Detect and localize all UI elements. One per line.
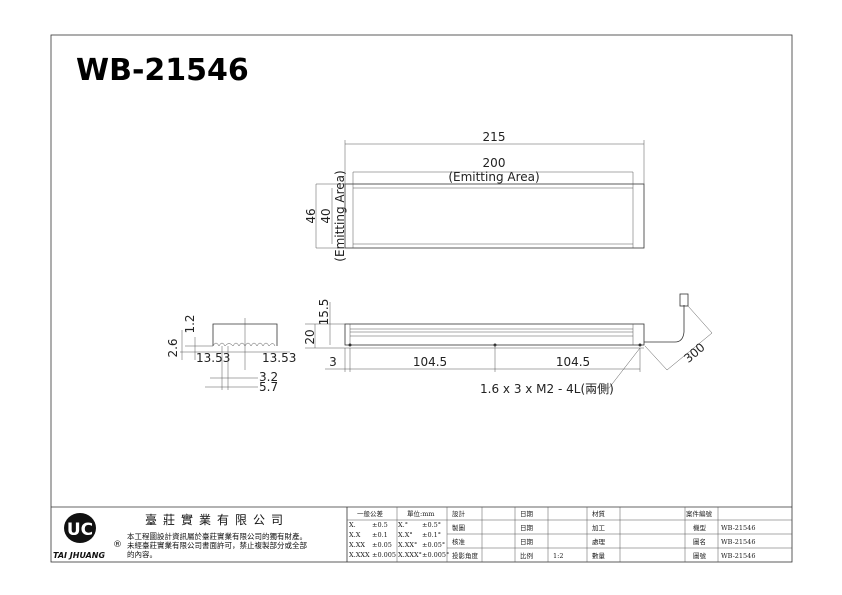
dim-width: 46: [304, 208, 318, 223]
tolerance-linear-format: X.X: [349, 531, 361, 539]
dim-emit-width: 40: [319, 208, 333, 223]
tolerance-angle-format: X.°: [398, 521, 408, 529]
info-value: WB-21546: [721, 538, 755, 546]
dim-20: 20: [303, 329, 317, 344]
dim-2-6: 2.6: [166, 338, 180, 357]
info-value: WB-21546: [721, 524, 755, 532]
dim-15-5: 15.5: [317, 299, 331, 326]
dim-cable: 300: [681, 340, 708, 365]
model-title: WB-21546: [76, 53, 249, 88]
tolerance-angle-value: ±0.1°: [422, 531, 441, 539]
tolerance-linear-format: X.XXX: [349, 551, 370, 559]
dim-offset: 3: [329, 355, 337, 369]
info-label: 案件編號: [686, 509, 713, 518]
company-name: 臺莊實業有限公司: [145, 512, 289, 527]
tolerance-linear-format: X.: [349, 521, 356, 529]
info-label: 圖名: [693, 537, 706, 546]
connector-icon: [679, 293, 689, 307]
company-logo: UC TAI JHUANG ®: [53, 513, 122, 560]
side-view: 1.2 2.6 13.53 13.53 3.2 5.7: [166, 314, 296, 394]
dim-1-2: 1.2: [183, 314, 197, 333]
dim-3-2: 3.2: [259, 370, 278, 384]
dim-length: 215: [483, 130, 506, 144]
dim-pitch-1: 104.5: [413, 355, 447, 369]
scale-value: 1:2: [553, 552, 563, 560]
dim-13-53-left: 13.53: [196, 351, 230, 365]
notice-line-2: 未經臺莊實業有限公司書面許可，禁止複製部分或全部: [127, 540, 307, 550]
dim-emit-width-label: (Emitting Area): [333, 170, 347, 261]
tolerance-header: 一般公差: [357, 509, 384, 518]
process-label: 加工: [592, 523, 606, 532]
front-view: 15.5 20 3 104.5 104.5 300 1.6 x 3 x M2 -…: [303, 293, 713, 396]
process-label: 材質: [592, 509, 606, 518]
tolerance-angle-format: X.X°: [398, 531, 413, 539]
tolerance-linear-value: ±0.005: [372, 551, 396, 559]
unit-label: 單位:mm: [407, 509, 435, 518]
field-label: 設計: [452, 509, 466, 518]
dim-5-7: 5.7: [259, 380, 278, 394]
svg-text:UC: UC: [67, 520, 93, 540]
dim-pitch-2: 104.5: [556, 355, 590, 369]
field-label: 投影角度: [452, 551, 479, 560]
hole-note: 1.6 x 3 x M2 - 4L(兩側): [480, 382, 614, 396]
tolerance-angle-format: X.XXX°: [398, 551, 422, 559]
top-view: 215 200 (Emitting Area) 46 40 (Emitting …: [304, 130, 645, 262]
tolerance-linear-value: ±0.1: [372, 531, 388, 539]
info-label: 機型: [693, 523, 707, 532]
tolerance-linear-value: ±0.5: [372, 521, 388, 529]
tolerance-angle-value: ±0.005°: [422, 551, 449, 559]
field-label: 核准: [452, 537, 466, 546]
date-label: 日期: [520, 538, 534, 546]
svg-text:TAI JHUANG: TAI JHUANG: [53, 551, 105, 560]
process-label: 數量: [592, 551, 606, 560]
info-value: WB-21546: [721, 552, 755, 560]
tolerance-angle-format: X.XX°: [398, 541, 417, 549]
dim-emit-length: 200: [483, 156, 506, 170]
tolerance-angle-value: ±0.5°: [422, 521, 441, 529]
date-label: 日期: [520, 524, 534, 532]
tolerance-angle-value: ±0.05°: [422, 541, 445, 549]
tolerance-linear-value: ±0.05: [372, 541, 392, 549]
tolerance-linear-format: X.XX: [349, 541, 365, 549]
process-label: 處理: [592, 537, 606, 546]
drawing-frame: [50, 34, 793, 563]
notice-line-3: 的內容。: [127, 549, 157, 559]
dim-13-53-right: 13.53: [262, 351, 296, 365]
svg-text:®: ®: [113, 540, 122, 550]
title-block: UC TAI JHUANG ® 臺莊實業有限公司 本工程圖設計資訊屬於臺莊實業有…: [51, 506, 792, 562]
info-label: 圖號: [693, 551, 707, 560]
date-label: 日期: [520, 510, 534, 518]
field-label: 製圖: [452, 523, 465, 532]
date-label: 比例: [520, 551, 533, 560]
dim-emit-label: (Emitting Area): [448, 170, 539, 184]
notice-line-1: 本工程圖設計資訊屬於臺莊實業有限公司的獨有財產。: [127, 531, 307, 541]
